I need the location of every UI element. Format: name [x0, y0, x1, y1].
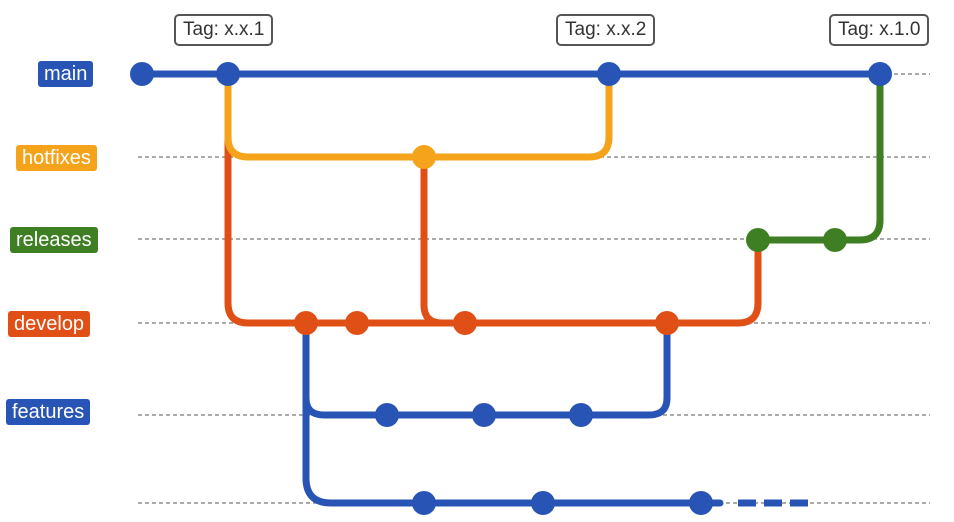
release-tag-x-1-0: Tag: x.1.0	[829, 14, 930, 46]
main-commit-start	[130, 62, 154, 86]
develop-commit-4	[655, 311, 679, 335]
branch-label-features: features	[6, 399, 91, 425]
hotfix-merge-to-develop-path	[420, 156, 446, 327]
releases-branch-path	[754, 70, 884, 244]
commit-nodes	[130, 62, 892, 515]
branch-label-releases: releases	[10, 227, 98, 253]
hotfixes-branch-path	[224, 70, 613, 161]
main-commit-tag-x-1-0	[868, 62, 892, 86]
main-commit-tag-x-x-2	[597, 62, 621, 86]
feature-branch-1-path	[302, 319, 671, 419]
feature-2-commit-2	[531, 491, 555, 515]
release-commit-2	[823, 228, 847, 252]
feature-1-commit-1	[375, 403, 399, 427]
feature-2-commit-3	[689, 491, 713, 515]
lane-guides	[138, 73, 930, 504]
branch-label-main: main	[38, 61, 94, 87]
feature-branch-2-path	[302, 319, 724, 507]
branch-paths	[138, 70, 884, 507]
develop-commit-3	[453, 311, 477, 335]
feature-2-commit-1	[412, 491, 436, 515]
release-tag-x-x-2: Tag: x.x.2	[556, 14, 656, 46]
release-commit-1	[746, 228, 770, 252]
hotfix-commit	[412, 145, 436, 169]
develop-branch-path	[224, 84, 762, 327]
feature-1-commit-3	[569, 403, 593, 427]
release-tag-x-x-1: Tag: x.x.1	[174, 14, 274, 46]
branch-label-develop: develop	[8, 311, 91, 337]
develop-commit-2	[345, 311, 369, 335]
develop-commit-1	[294, 311, 318, 335]
main-commit-tag-x-x-1	[216, 62, 240, 86]
feature-1-commit-2	[472, 403, 496, 427]
branch-label-hotfixes: hotfixes	[16, 145, 97, 171]
